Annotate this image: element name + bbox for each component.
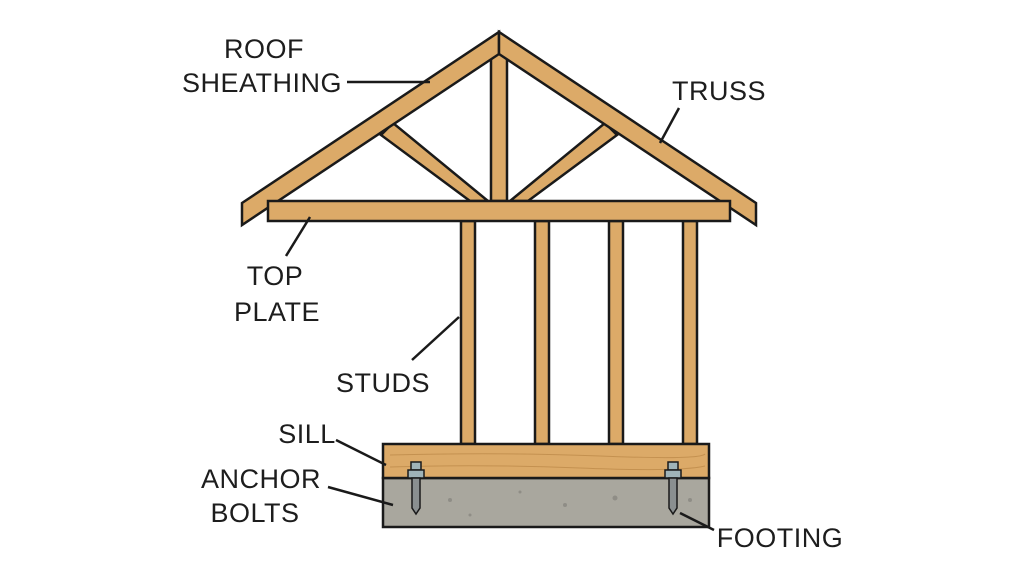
label-truss: TRUSS — [672, 76, 766, 106]
leader-sill — [335, 438, 387, 467]
truss-web-left — [379, 121, 492, 203]
label-bolts: BOLTS — [210, 498, 299, 528]
leader-footing — [679, 511, 715, 532]
king-post — [489, 43, 509, 203]
leader-truss — [658, 107, 681, 144]
concrete-texture — [448, 490, 692, 517]
label-sheathing: SHEATHING — [182, 68, 342, 98]
rafter-right — [497, 29, 758, 228]
label-footing: FOOTING — [717, 523, 844, 553]
label-roof: ROOF — [224, 34, 304, 64]
label-top: TOP — [247, 261, 304, 291]
anchor-bolt-right — [664, 461, 682, 516]
label-plate: PLATE — [234, 297, 320, 327]
label-studs: STUDS — [336, 368, 430, 398]
wood-grain — [389, 453, 706, 471]
leader-studs — [411, 316, 460, 361]
leader-top-plate — [284, 216, 312, 257]
truss-web-right — [506, 121, 619, 203]
label-anchor: ANCHOR — [201, 464, 321, 494]
footing — [381, 476, 711, 529]
stud — [459, 219, 477, 446]
anchor-bolt-left — [407, 461, 425, 516]
sill-plate — [381, 442, 711, 480]
studs — [459, 219, 699, 446]
stud — [681, 219, 699, 446]
label-sill: SILL — [278, 419, 336, 449]
stud — [607, 219, 625, 446]
stud — [533, 219, 551, 446]
top-plate — [266, 199, 732, 223]
leader-anchor-bolts — [327, 485, 394, 507]
